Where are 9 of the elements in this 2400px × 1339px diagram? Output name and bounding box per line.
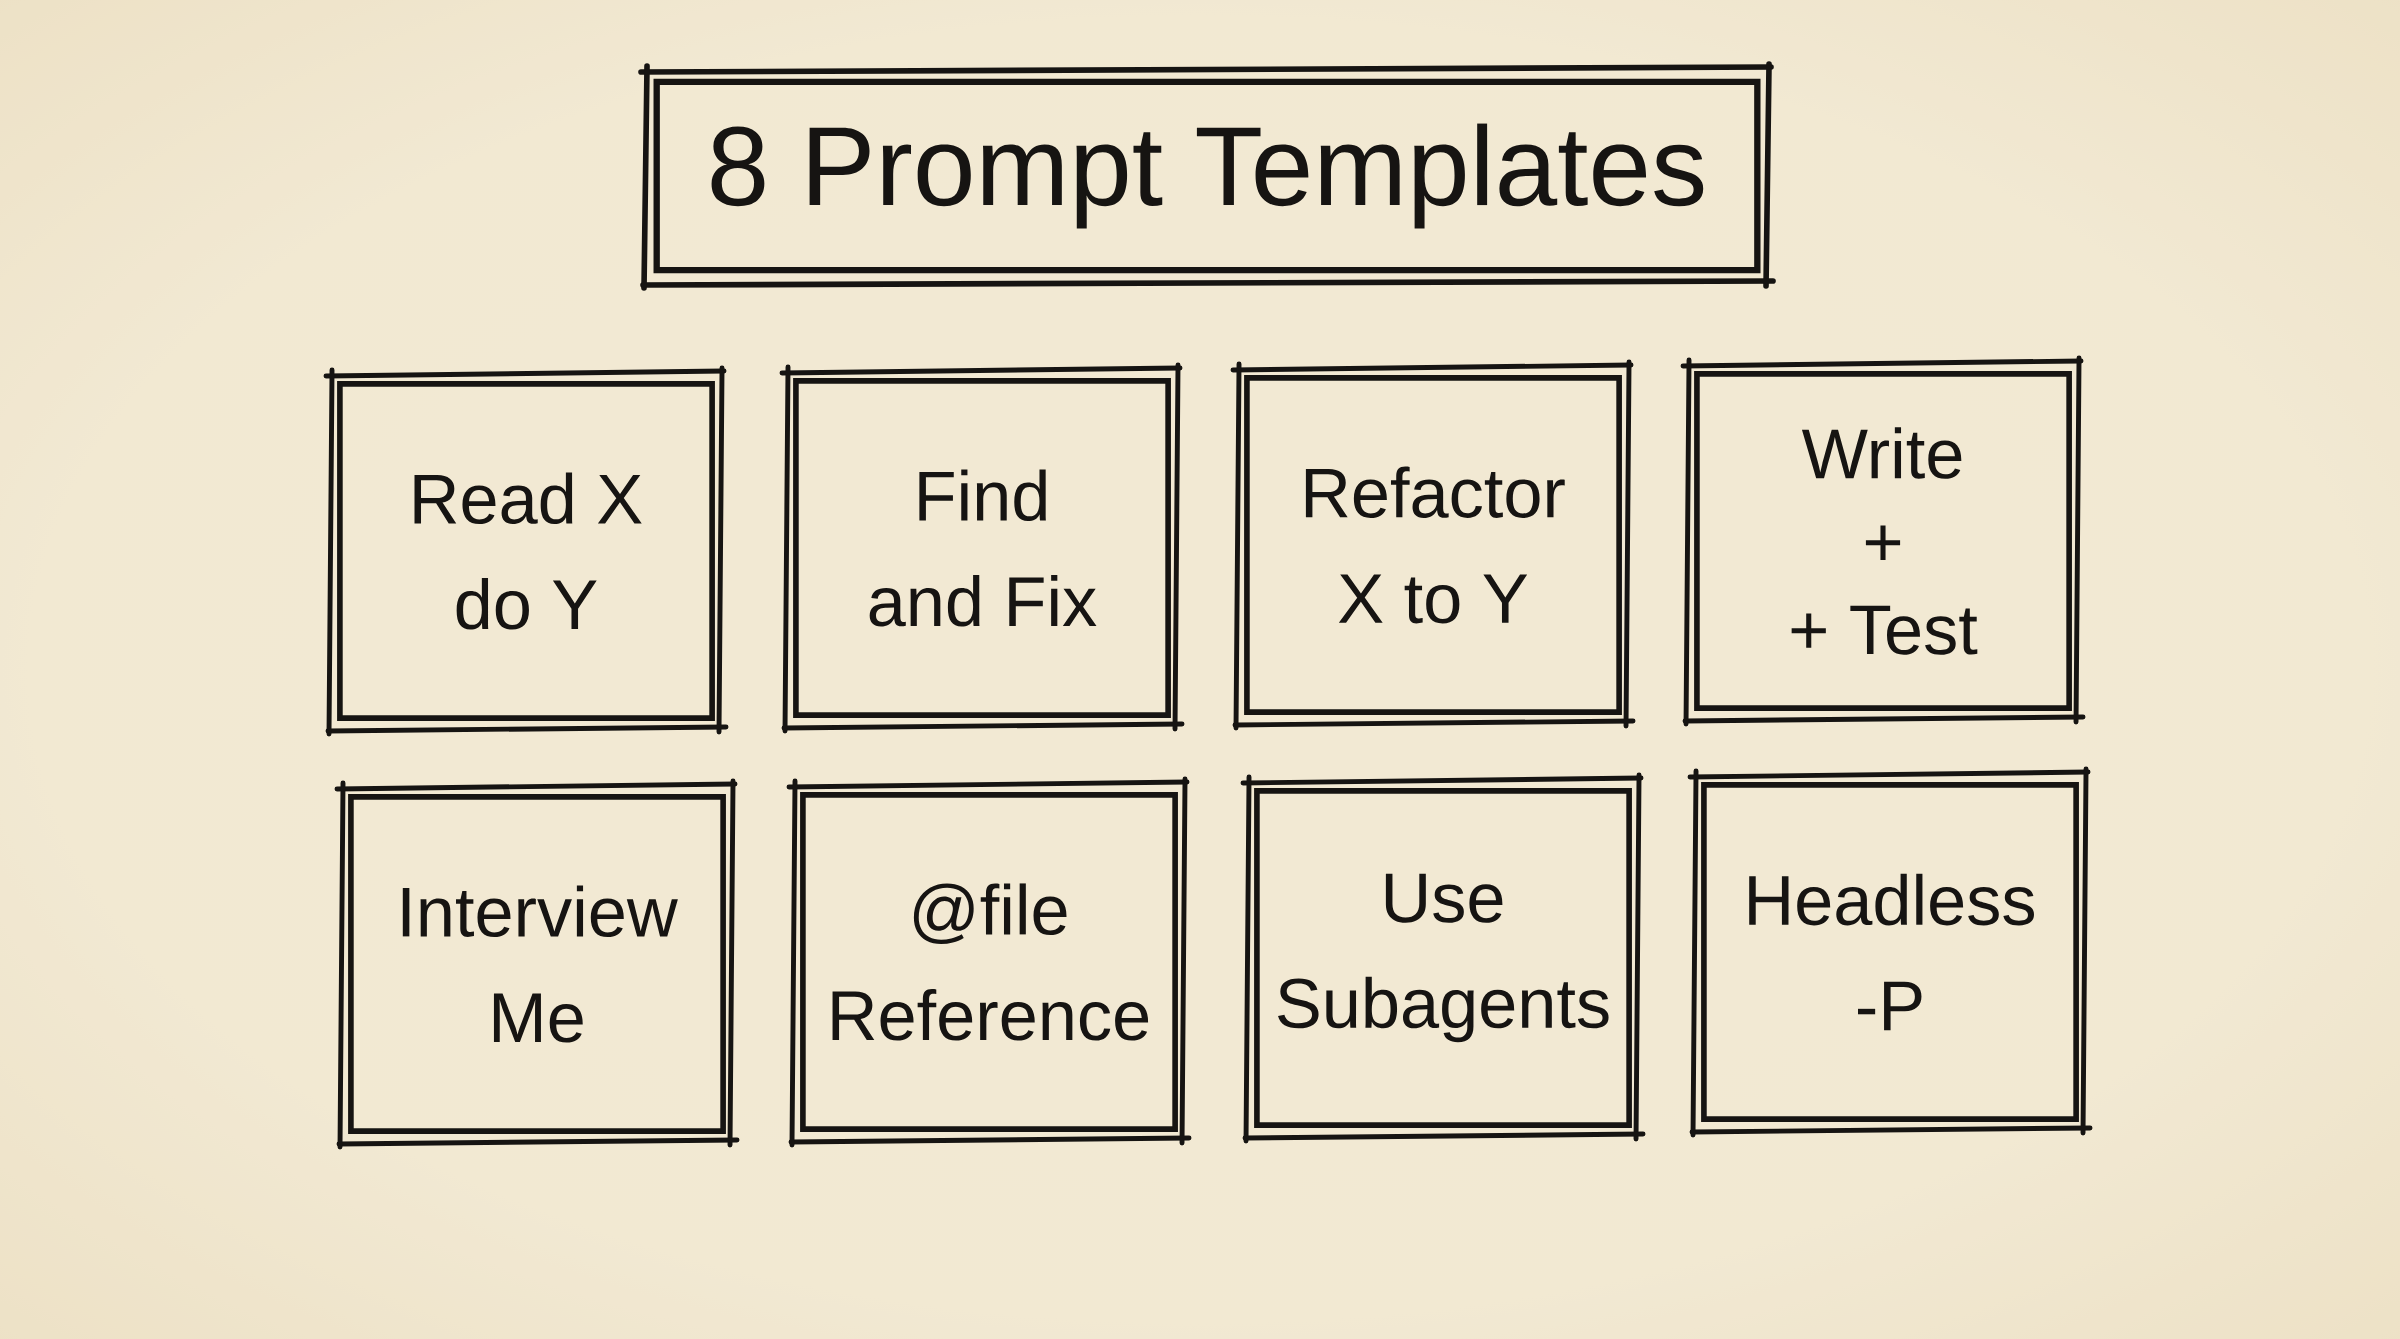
template-box: Refactor X to Y (1230, 359, 1636, 731)
title-box: 8 Prompt Templates (638, 61, 1776, 291)
template-box: Interview Me (334, 778, 740, 1150)
template-box: Headless -P (1687, 766, 2093, 1138)
template-box: Find and Fix (779, 362, 1185, 734)
template-box: Use Subagents (1240, 772, 1646, 1144)
template-box: Read X do Y (323, 365, 729, 737)
template-box: Write + + Test (1680, 355, 2086, 727)
template-box: @file Reference (786, 776, 1192, 1148)
